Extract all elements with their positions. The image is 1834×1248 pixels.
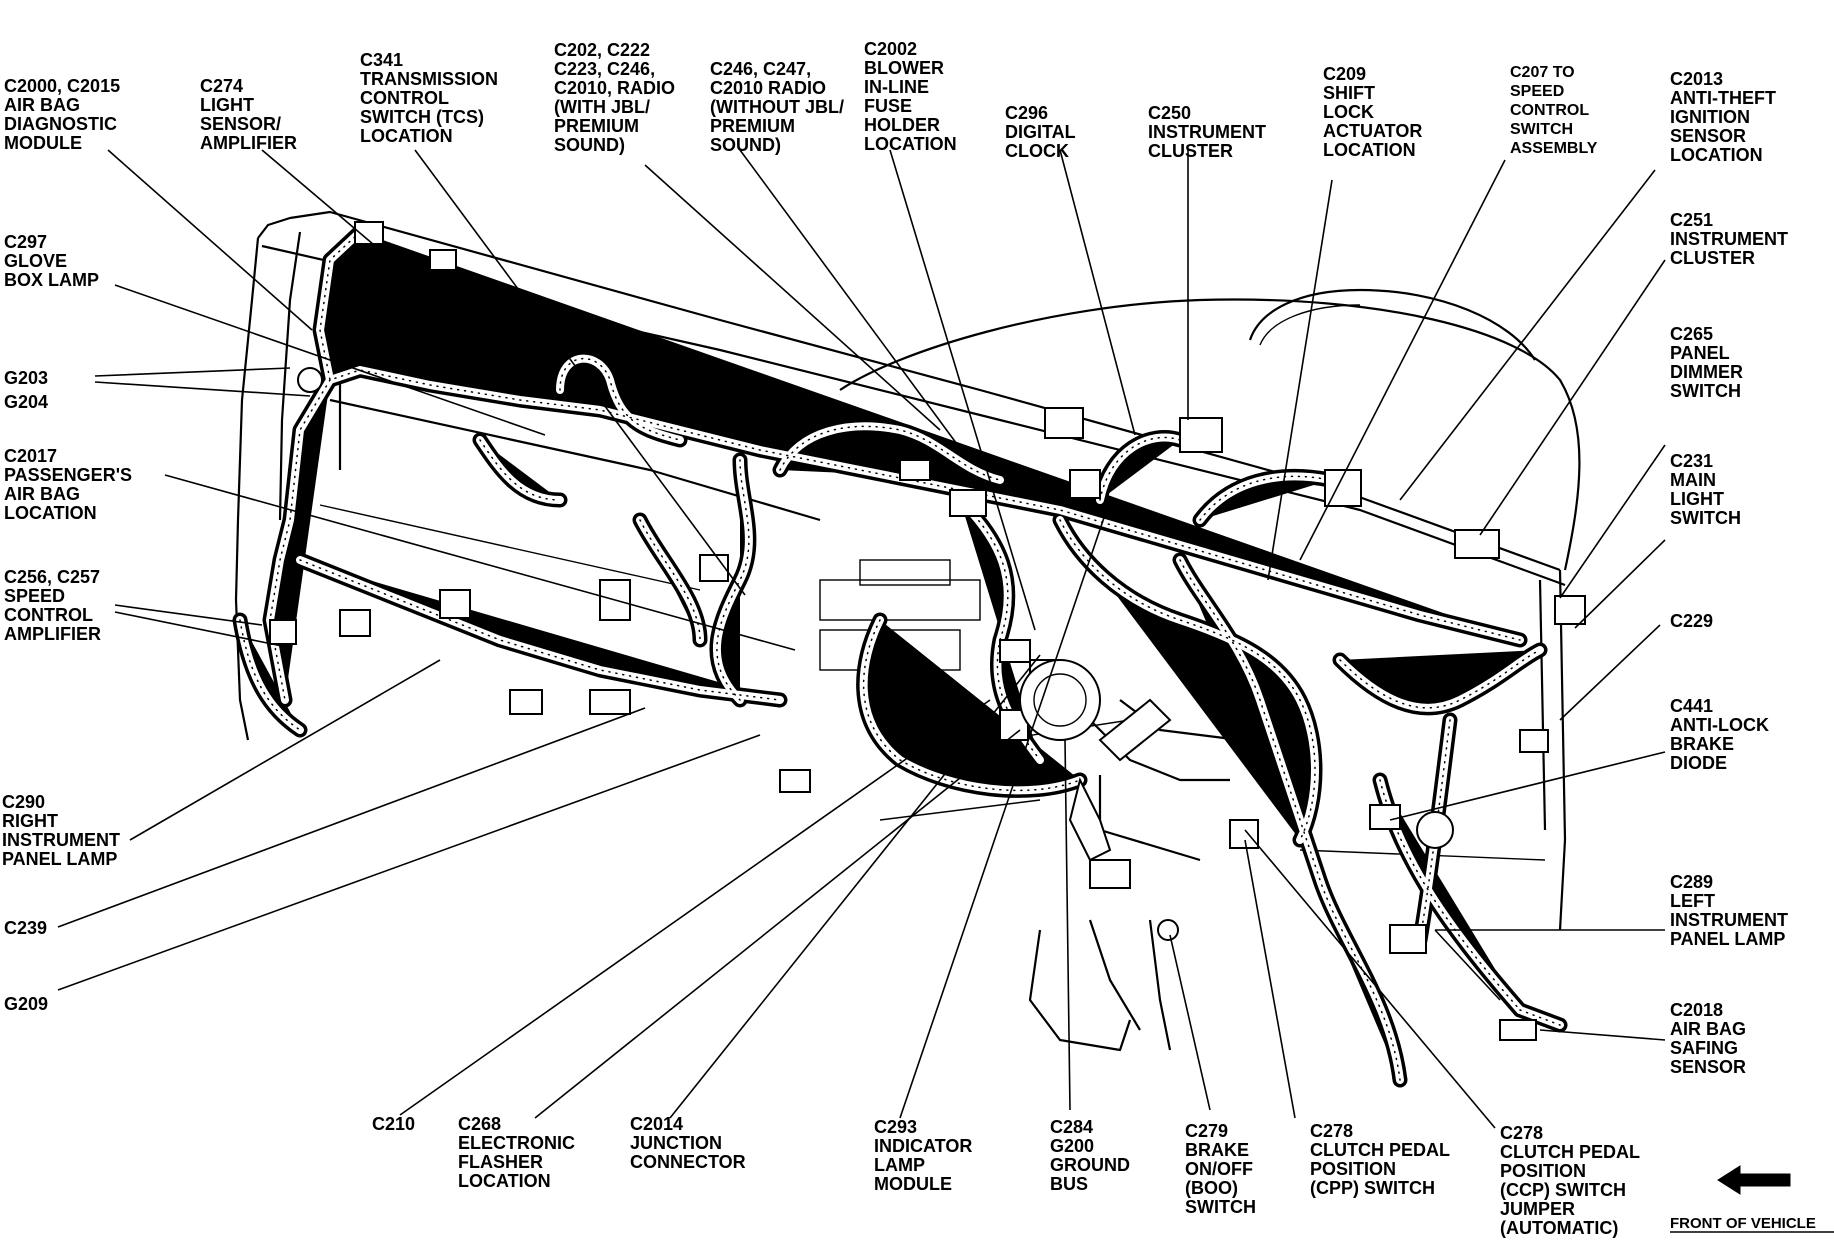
label-c2013: C2013 ANTI-THEFT IGNITION SENSOR LOCATIO… <box>1670 69 1781 165</box>
label-c268: C268 ELECTRONIC FLASHER LOCATION <box>458 1114 580 1191</box>
label-c265: C265 PANEL DIMMER SWITCH <box>1670 324 1748 401</box>
label-c2002: C2002 BLOWER IN-LINE FUSE HOLDER LOCATIO… <box>864 39 957 154</box>
label-c284: C284 G200 GROUND BUS <box>1050 1117 1135 1194</box>
label-c279: C279 BRAKE ON/OFF (BOO) SWITCH <box>1185 1121 1258 1217</box>
callout-labels: C2000, C2015 AIR BAG DIAGNOSTIC MODULE C… <box>2 39 1793 1238</box>
label-c293: C293 INDICATOR LAMP MODULE <box>874 1117 977 1194</box>
label-c250: C250 INSTRUMENT CLUSTER <box>1148 103 1271 161</box>
label-c2018: C2018 AIR BAG SAFING SENSOR <box>1670 1000 1751 1077</box>
label-c297: C297 GLOVE BOX LAMP <box>4 232 99 290</box>
label-c229: C229 <box>1670 611 1713 631</box>
label-c207: C207 TO SPEED CONTROL SWITCH ASSEMBLY <box>1510 64 1598 157</box>
label-c441: C441 ANTI-LOCK BRAKE DIODE <box>1670 696 1774 773</box>
connectors <box>269 221 1586 1041</box>
label-c2014: C2014 JUNCTION CONNECTOR <box>630 1114 746 1172</box>
label-c296: C296 DIGITAL CLOCK <box>1005 103 1080 161</box>
label-c251: C251 INSTRUMENT CLUSTER <box>1670 210 1793 268</box>
label-c2000: C2000, C2015 AIR BAG DIAGNOSTIC MODULE <box>4 76 125 153</box>
label-c289: C289 LEFT INSTRUMENT PANEL LAMP <box>1670 872 1793 949</box>
label-c274: C274 LIGHT SENSOR/ AMPLIFIER <box>200 76 297 153</box>
label-c231: C231 MAIN LIGHT SWITCH <box>1670 451 1741 528</box>
label-c341: C341 TRANSMISSION CONTROL SWITCH (TCS) L… <box>360 50 503 146</box>
arrow-left-icon <box>1717 1165 1791 1195</box>
label-c210: C210 <box>372 1114 415 1134</box>
label-g203: G203 G204 <box>4 368 53 412</box>
leader-lines <box>57 149 1666 1129</box>
label-c202: C202, C222 C223, C246, C2010, RADIO (WIT… <box>554 40 680 155</box>
label-c246: C246, C247, C2010 RADIO (WITHOUT JBL/ PR… <box>710 59 849 155</box>
label-c2017: C2017 PASSENGER'S AIR BAG LOCATION <box>4 446 137 523</box>
label-g209: G209 <box>4 994 48 1014</box>
label-c278-cpp: C278 CLUTCH PEDAL POSITION (CPP) SWITCH <box>1310 1121 1455 1198</box>
label-c278-ccp-jumper: C278 CLUTCH PEDAL POSITION (CCP) SWITCH … <box>1500 1123 1645 1238</box>
label-c256: C256, C257 SPEED CONTROL AMPLIFIER <box>4 567 105 644</box>
front-of-vehicle-label: FRONT OF VEHICLE <box>1670 1215 1816 1232</box>
front-of-vehicle-indicator: FRONT OF VEHICLE <box>1670 1165 1834 1233</box>
label-c239: C239 <box>4 918 47 938</box>
label-c290: C290 RIGHT INSTRUMENT PANEL LAMP <box>2 792 125 869</box>
label-c209: C209 SHIFT LOCK ACTUATOR LOCATION <box>1323 64 1427 160</box>
